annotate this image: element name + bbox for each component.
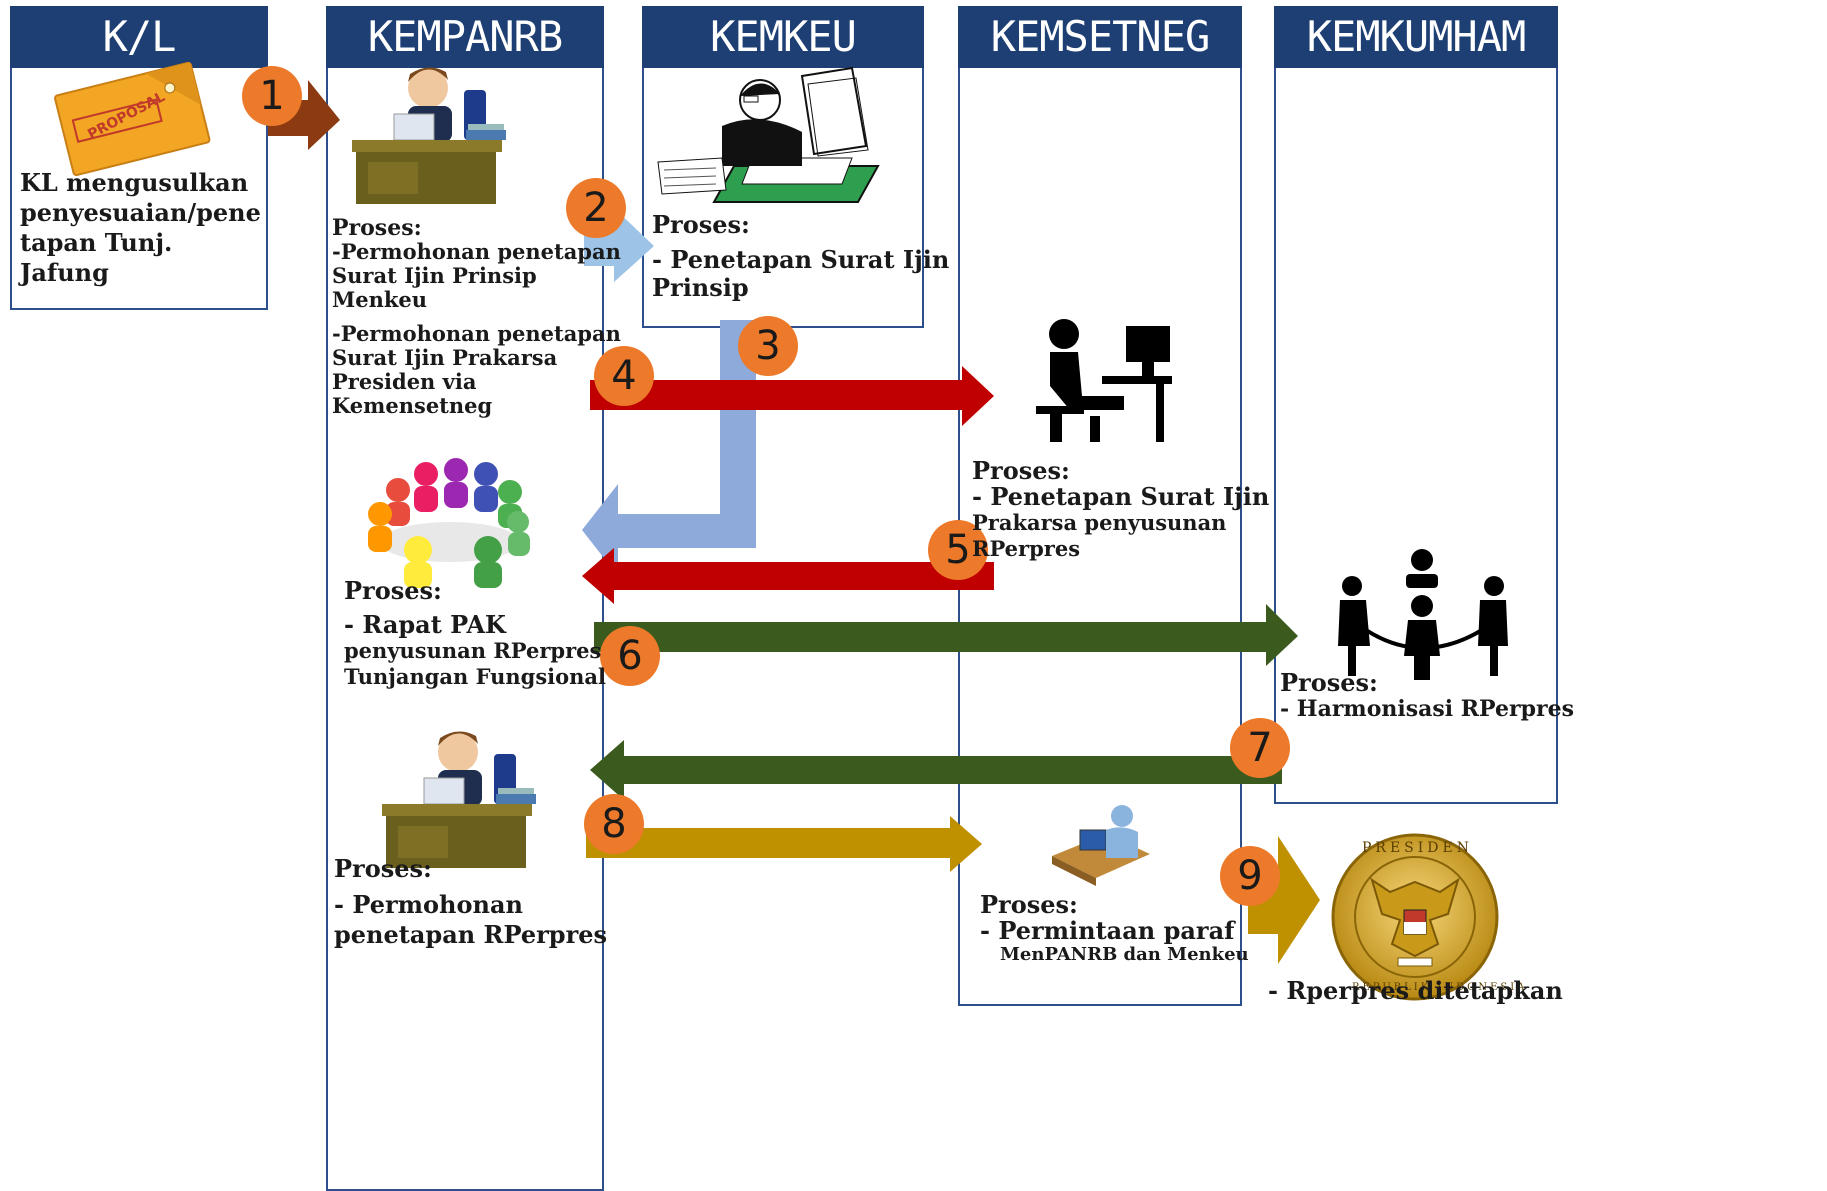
step-number-1: 1	[242, 66, 302, 126]
kempanrb-proses-1: Proses: -Permohonan penetapan Surat Ijin…	[332, 215, 621, 418]
meeting-group-icon	[368, 458, 530, 588]
kemkeu-proses-title: Proses:	[652, 210, 750, 239]
office-worker-desk-icon-2	[382, 731, 536, 868]
meeting-table-people-icon	[1338, 549, 1508, 680]
final-result-text: - Rperpres ditetapkan	[1268, 976, 1563, 1005]
step-number-8: 8	[584, 794, 644, 854]
arrow-step-1	[268, 80, 340, 150]
kempanrb-proses-2-title: Proses:	[344, 576, 442, 605]
step-number-5: 5	[928, 520, 988, 580]
official-signing-papers-icon	[657, 66, 880, 203]
computer-user-icon	[1052, 805, 1150, 886]
arrow-step-5	[582, 548, 994, 604]
kempanrb-proses-2: - Rapat PAK penyusunan RPerpres Tunjanga…	[344, 610, 606, 690]
person-at-computer-icon	[1036, 319, 1172, 442]
seal-bottom-text: REPUBLIK INDONESIA	[1352, 982, 1528, 993]
proposal-envelope-icon	[54, 61, 211, 177]
kemkumham-proses-title: Proses:	[1280, 668, 1378, 697]
kl-description: KL mengusulkan penyesuaian/pene tapan Tu…	[20, 168, 261, 287]
kemkeu-proses: - Penetapan Surat Ijin Prinsip	[652, 245, 950, 302]
kemkumham-proses-item: - Harmonisasi RPerpres	[1280, 696, 1574, 722]
kemsetneg-proses-1: - Penetapan Surat Ijin Prakarsa penyusun…	[972, 482, 1270, 562]
step-number-9: 9	[1220, 846, 1280, 906]
step-number-6: 6	[600, 626, 660, 686]
step-number-7: 7	[1230, 718, 1290, 778]
arrow-step-4	[590, 366, 994, 426]
arrow-step-6	[594, 604, 1298, 666]
seal-top-text: PRESIDEN	[1362, 840, 1473, 856]
step-number-4: 4	[594, 346, 654, 406]
arrow-step-8	[586, 816, 982, 872]
kemsetneg-proses-2-line1: - Permintaan paraf	[980, 916, 1235, 945]
arrow-step-7	[590, 740, 1282, 800]
kempanrb-header: KEMPANRB	[326, 6, 604, 68]
kemsetneg-header: KEMSETNEG	[958, 6, 1242, 68]
kempanrb-proses-3: - Permohonan penetapan RPerpres	[334, 890, 608, 949]
kl-header: K/L	[10, 6, 268, 68]
arrow-step-9	[1248, 836, 1320, 964]
kemkeu-header: KEMKEU	[642, 6, 924, 68]
kemkumham-header: KEMKUMHAM	[1274, 6, 1558, 68]
kemsetneg-proses-2-line2: MenPANRB dan Menkeu	[1000, 944, 1249, 965]
step-number-2: 2	[566, 178, 626, 238]
kempanrb-proses-3-title: Proses:	[334, 854, 432, 883]
step-number-3: 3	[738, 316, 798, 376]
presidential-seal-icon	[1331, 833, 1499, 1001]
office-worker-desk-icon	[352, 67, 506, 204]
kemsetneg-proses-1-title: Proses:	[972, 456, 1070, 485]
kemsetneg-proses-2-title: Proses:	[980, 890, 1078, 919]
